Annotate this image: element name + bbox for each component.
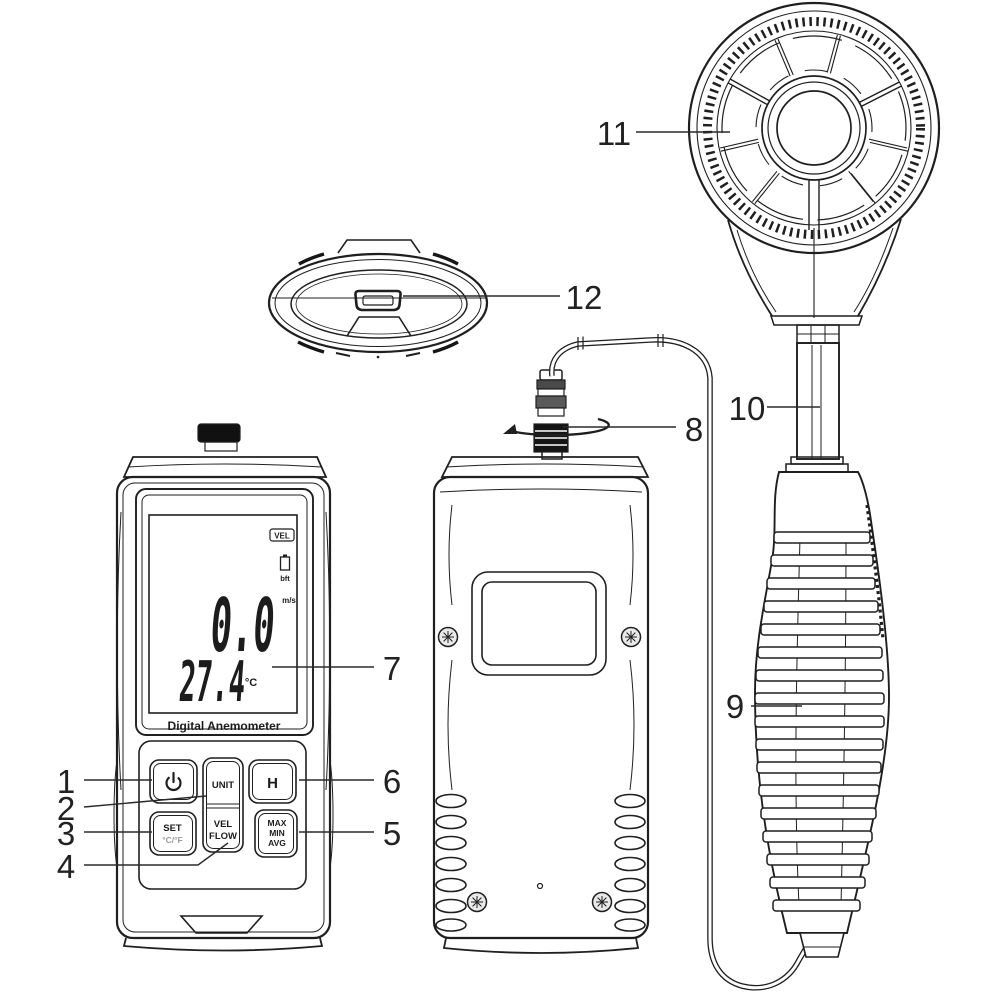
handle-ribs <box>754 531 885 912</box>
thumb-grip-serration <box>865 504 885 641</box>
brand-label: Digital Anemometer <box>168 719 281 733</box>
set-button-sublabel: °C/°F <box>162 835 183 845</box>
unit-button-label: UNIT <box>212 780 234 791</box>
max-min-avg-button: MAX MIN AVG <box>254 809 298 858</box>
vent-slots <box>435 793 646 932</box>
leader-4 <box>84 842 229 866</box>
beaufort-unit-label: bft <box>280 574 290 583</box>
vane-probe <box>687 1 941 958</box>
unit-button: UNIT VEL FLOW <box>202 757 244 853</box>
min-label: MIN <box>269 828 285 838</box>
vane-hub-spokes <box>727 78 902 230</box>
leader-2 <box>83 795 207 808</box>
vel-flow-button-label-1: VEL <box>214 819 233 830</box>
callout-7: 7 <box>383 650 401 687</box>
leader-lines <box>83 131 820 866</box>
vane-rim-hatch <box>703 17 925 239</box>
usb-port-icon <box>354 289 402 312</box>
bottom-view-outer-shell <box>267 252 489 354</box>
back-view <box>432 334 809 991</box>
back-pinhole <box>536 882 544 890</box>
lcd-content: VEL bft m/s 0.0 27.4 °C <box>177 528 296 715</box>
vel-flow-button-label-2: FLOW <box>209 831 237 842</box>
probe-shaft <box>785 342 849 473</box>
power-button <box>149 759 198 804</box>
hold-button-label: H <box>267 775 278 792</box>
set-button-label: SET <box>163 823 182 834</box>
callout-6: 6 <box>383 763 401 800</box>
probe-cable <box>549 334 809 991</box>
bottom-view <box>267 239 489 359</box>
vane-neck <box>727 218 902 344</box>
battery-icon <box>279 554 291 571</box>
callout-4: 4 <box>57 848 75 885</box>
callout-12: 12 <box>566 279 603 316</box>
callout-1: 1 <box>57 763 75 800</box>
avg-label: AVG <box>268 838 286 848</box>
front-bottom-notch <box>179 915 264 934</box>
vane-hub <box>761 75 867 181</box>
probe-handle <box>754 471 890 958</box>
callout-9: 9 <box>726 688 744 725</box>
callout-8: 8 <box>685 411 703 448</box>
callout-2: 2 <box>57 790 75 827</box>
front-body <box>115 475 332 940</box>
temperature-value: 27.4 <box>177 650 248 715</box>
callout-5: 5 <box>383 815 401 852</box>
callout-3: 3 <box>57 815 75 852</box>
bottom-view-notch <box>346 316 412 337</box>
lcd-display <box>148 514 298 714</box>
probe-connector <box>503 369 610 460</box>
velocity-value: 0.0 <box>208 583 278 669</box>
front-view: VEL bft m/s 0.0 27.4 °C Digital Anemomet… <box>113 423 334 952</box>
back-window <box>471 571 607 676</box>
callout-10: 10 <box>729 390 766 427</box>
keypad-panel <box>138 740 307 890</box>
temperature-unit-label: °C <box>245 677 257 689</box>
set-button: SET °C/°F <box>149 811 197 856</box>
vane-blade-dividers <box>719 34 909 204</box>
callout-numbers: 1 2 3 4 5 6 7 8 9 10 11 12 <box>57 115 766 885</box>
display-bezel <box>135 488 314 736</box>
vane-wheel <box>687 1 941 255</box>
rotate-arrowhead <box>503 424 517 434</box>
handle-cable-gland <box>798 932 846 958</box>
bottom-view-inner-shell <box>290 269 468 339</box>
bottom-view-tab <box>337 239 421 254</box>
screw-icons <box>437 626 642 913</box>
vel-flow-button: VEL FLOW <box>209 819 237 842</box>
callout-11: 11 <box>597 115 631 152</box>
back-body <box>432 475 650 940</box>
hold-button: H <box>248 759 297 804</box>
vel-mode-badge <box>269 528 295 542</box>
front-top-cap <box>122 456 328 478</box>
max-label: MAX <box>268 818 287 828</box>
oval-hatch-marks <box>297 252 459 354</box>
vel-mode-badge-label: VEL <box>274 532 290 541</box>
velocity-unit-label: m/s <box>282 596 296 605</box>
rotate-arrow-icon <box>510 417 610 437</box>
back-top-cap <box>440 456 650 478</box>
top-knob <box>197 423 241 452</box>
power-icon <box>165 771 182 792</box>
